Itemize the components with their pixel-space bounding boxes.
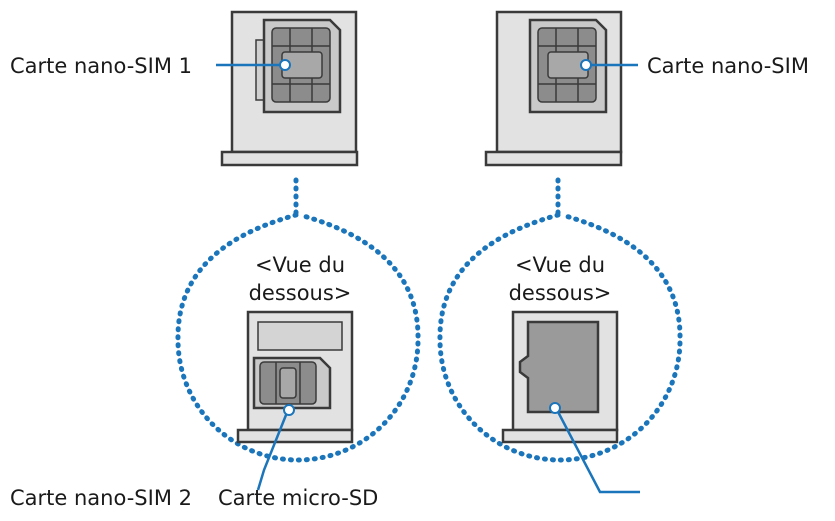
dual-sim-tray-bottom: [236, 310, 354, 444]
sim1-label: Carte nano-SIM 1: [10, 54, 192, 78]
right-view-line1: <Vue du: [515, 253, 605, 277]
micro-sd-pointer-dot: [549, 402, 561, 414]
sim2-pointer-line: [256, 409, 290, 491]
sim1-pointer-dot: [279, 59, 291, 71]
right-view-line2: dessous>: [509, 281, 612, 305]
tray-lip: [220, 150, 359, 167]
left-view-line2: dessous>: [249, 281, 352, 305]
sim2-label: Carte nano-SIM 2: [10, 486, 192, 510]
tray-slot-top: [257, 321, 343, 351]
tray-lip: [236, 428, 354, 444]
left-view-line1: <Vue du: [255, 253, 345, 277]
tray-lip: [484, 150, 623, 167]
sim-single-label: Carte nano-SIM: [647, 54, 809, 78]
micro-sd-tray-bottom: [501, 310, 619, 444]
micro-sd-card: [518, 320, 600, 414]
dual-sim-tray-top: [220, 10, 359, 167]
micro-sd-pointer-line: [554, 407, 640, 494]
sim-single-pointer-dot: [580, 59, 592, 71]
micro-sd-label: Carte micro-SD: [218, 486, 378, 510]
single-sim-tray-top: [484, 10, 623, 167]
right-zoom-callout: [437, 177, 683, 463]
tray-lip: [501, 428, 619, 444]
sim2-pointer-dot: [283, 404, 295, 416]
left-zoom-callout: [175, 177, 421, 463]
